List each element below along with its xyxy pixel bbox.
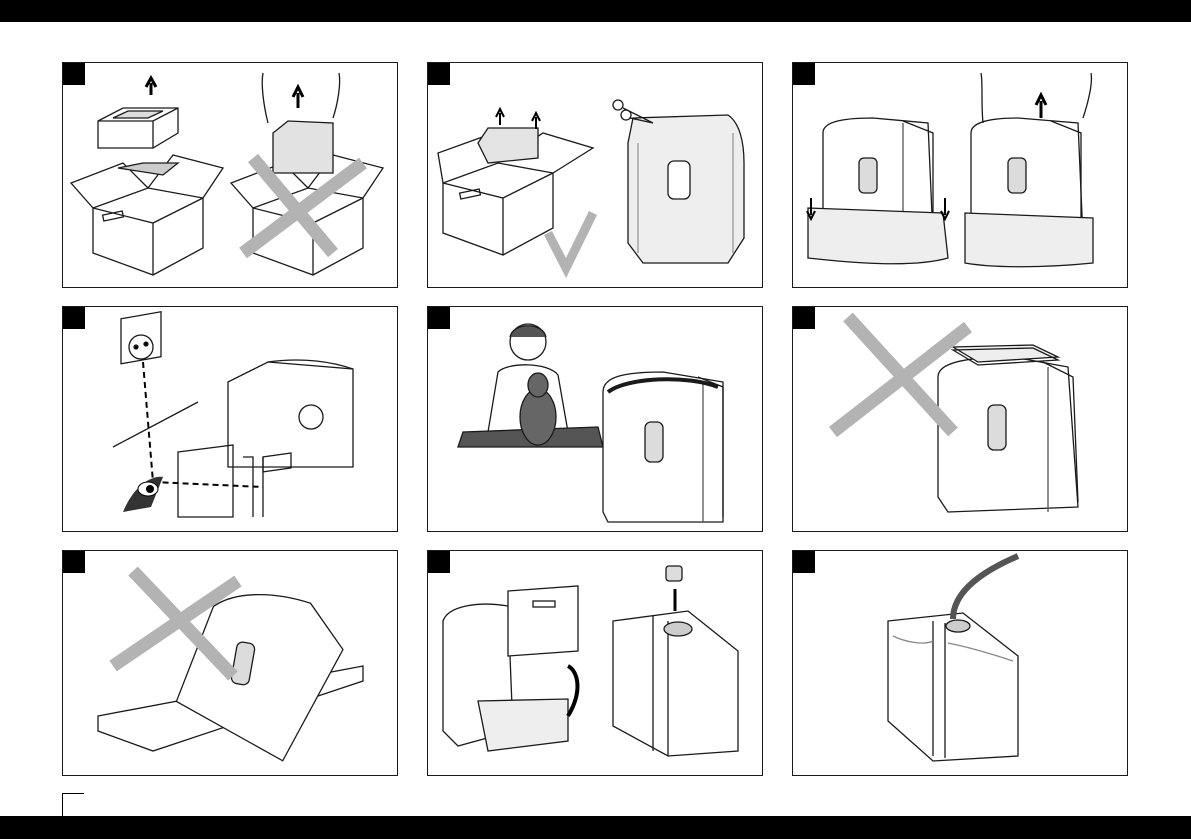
- step-tab: [793, 63, 815, 85]
- panel-8-remove-tank: [427, 550, 763, 776]
- panel-7-no-tilt: [62, 550, 398, 776]
- panel-5-child-safety: [427, 306, 763, 532]
- step-tab: [793, 307, 815, 329]
- panel-3-slide-bag: [792, 62, 1128, 288]
- remove-tank-illustration: [428, 551, 763, 776]
- step-tab: [63, 63, 85, 85]
- header-band: [0, 0, 1191, 22]
- unpack-illustration: [63, 63, 398, 288]
- footer-band: [0, 816, 1191, 839]
- step-tab: [63, 551, 85, 573]
- no-tilt-illustration: [63, 551, 398, 776]
- page-corner-mark: [62, 793, 84, 816]
- panel-6-no-objects: [792, 306, 1128, 532]
- panel-1-unpack: [62, 62, 398, 288]
- panel-9-fill-tank: [792, 550, 1128, 776]
- step-tab: [428, 307, 450, 329]
- panel-4-check-voltage: [62, 306, 398, 532]
- step-tab: [428, 63, 450, 85]
- child-safety-illustration: [428, 307, 763, 532]
- no-objects-illustration: [793, 307, 1128, 532]
- check-voltage-illustration: [63, 307, 398, 532]
- remove-bag-illustration: [428, 63, 763, 288]
- check-mark-icon: [548, 213, 593, 268]
- slide-bag-illustration: [793, 63, 1128, 288]
- step-tab: [63, 307, 85, 329]
- fill-tank-illustration: [793, 551, 1128, 776]
- step-tab: [793, 551, 815, 573]
- step-tab: [428, 551, 450, 573]
- panel-2-remove-bag: [427, 62, 763, 288]
